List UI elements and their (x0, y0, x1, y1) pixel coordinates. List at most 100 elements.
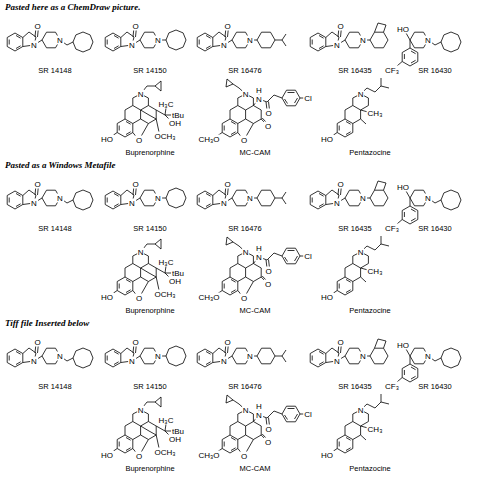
atom-label: O (264, 438, 272, 447)
atom-label: O (240, 294, 248, 303)
compound-name: Buprenorphine (124, 306, 175, 315)
atom-label: N (137, 248, 145, 257)
atom-label: H (255, 402, 263, 411)
atom-label: CH₃O (197, 293, 220, 302)
atom-label: N (154, 194, 162, 203)
compound-name: SR 16476 (227, 66, 262, 75)
atom-label: OCH₃ (153, 448, 176, 457)
compound-name: SR 14150 (132, 382, 167, 391)
atom-label: N (242, 406, 250, 415)
atom-label: N (220, 357, 228, 366)
compound-name: Pentazocine (348, 148, 391, 157)
atom-label: N (246, 194, 254, 203)
atom-label: CH₃ (367, 109, 384, 118)
atom-label: N (56, 194, 64, 203)
atom-label: CH₃ (367, 267, 384, 276)
atom-label: OCH₃ (153, 132, 176, 141)
atom-label: CH₃O (197, 135, 220, 144)
atom-label: N (30, 199, 38, 208)
atom-label: Cl (303, 410, 313, 419)
atom-label: H (255, 86, 263, 95)
compound-name: SR 16435 (337, 224, 372, 233)
structure-panel (7, 181, 461, 298)
atom-label: O (131, 22, 139, 31)
atom-label: N (333, 41, 341, 50)
atom-label: N (128, 357, 136, 366)
atom-label: N (359, 352, 367, 361)
atom-label: N (30, 357, 38, 366)
atom-label: N (56, 36, 64, 45)
compound-name: SR 16435 (337, 66, 372, 75)
atom-label: HO (396, 341, 410, 350)
compound-name: SR 16476 (227, 382, 262, 391)
atom-label: N (137, 90, 145, 99)
compound-name: Pentazocine (348, 306, 391, 315)
atom-label: HO (396, 183, 410, 192)
atom-label: N (333, 357, 341, 366)
compound-name: SR 16476 (227, 224, 262, 233)
atom-label: O (33, 22, 41, 31)
atom-label: HO (320, 293, 334, 302)
atom-label: O (33, 338, 41, 347)
atom-label: O (135, 452, 143, 461)
atom-label: N (128, 199, 136, 208)
atom-label: N (333, 199, 341, 208)
atom-label: O (33, 180, 41, 189)
atom-label: O (264, 267, 272, 276)
atom-label: HO (320, 135, 334, 144)
atom-label: O (336, 22, 344, 31)
compound-name: MC-CAM (239, 148, 272, 157)
section-heading: Pasted here as a ChemDraw picture. (4, 2, 142, 12)
atom-label: O (240, 136, 248, 145)
section-heading: Tiff file Inserted below (4, 318, 90, 328)
atom-label: N (255, 253, 263, 262)
compound-name: SR 14150 (132, 66, 167, 75)
compound-name: SR 16435 (337, 382, 372, 391)
atom-label: N (242, 248, 250, 257)
atom-label: H₃C (158, 100, 175, 109)
atom-label: CF₃ (384, 66, 400, 75)
atom-label: O (223, 338, 231, 347)
atom-label: H (255, 244, 263, 253)
atom-label: OH (168, 119, 182, 128)
atom-label: N (424, 36, 432, 45)
atom-label: O (135, 294, 143, 303)
compound-name: SR 14148 (37, 382, 72, 391)
atom-label: N (357, 406, 365, 415)
atom-label: OH (168, 277, 182, 286)
atom-label: Cl (303, 94, 313, 103)
compound-name: Pentazocine (348, 464, 391, 473)
atom-label: O (336, 338, 344, 347)
compound-name: SR 16430 (417, 66, 452, 75)
atom-label: OH (168, 435, 182, 444)
atom-label: N (56, 352, 64, 361)
compound-name: SR 16430 (417, 382, 452, 391)
atom-label: N (242, 90, 250, 99)
atom-label: N (357, 90, 365, 99)
atom-label: H₃C (158, 258, 175, 267)
atom-label: Cl (303, 252, 313, 261)
atom-label: CF₃ (384, 382, 400, 391)
compound-name: MC-CAM (239, 306, 272, 315)
compound-name: SR 14148 (37, 66, 72, 75)
atom-label: HO (396, 25, 410, 34)
atom-label: HO (320, 451, 334, 460)
atom-label: O (264, 122, 272, 131)
atom-label: N (246, 36, 254, 45)
atom-label: HO (100, 451, 114, 460)
atom-label: O (223, 22, 231, 31)
atom-label: CH₃ (367, 425, 384, 434)
compound-name: SR 14148 (37, 224, 72, 233)
atom-label: N (424, 352, 432, 361)
atom-label: N (359, 194, 367, 203)
atom-label: O (264, 280, 272, 289)
atom-label: O (336, 180, 344, 189)
structure-panel (7, 23, 461, 140)
atom-label: N (154, 36, 162, 45)
atom-label: O (264, 425, 272, 434)
atom-label: N (30, 41, 38, 50)
atom-label: N (357, 248, 365, 257)
atom-label: N (220, 41, 228, 50)
